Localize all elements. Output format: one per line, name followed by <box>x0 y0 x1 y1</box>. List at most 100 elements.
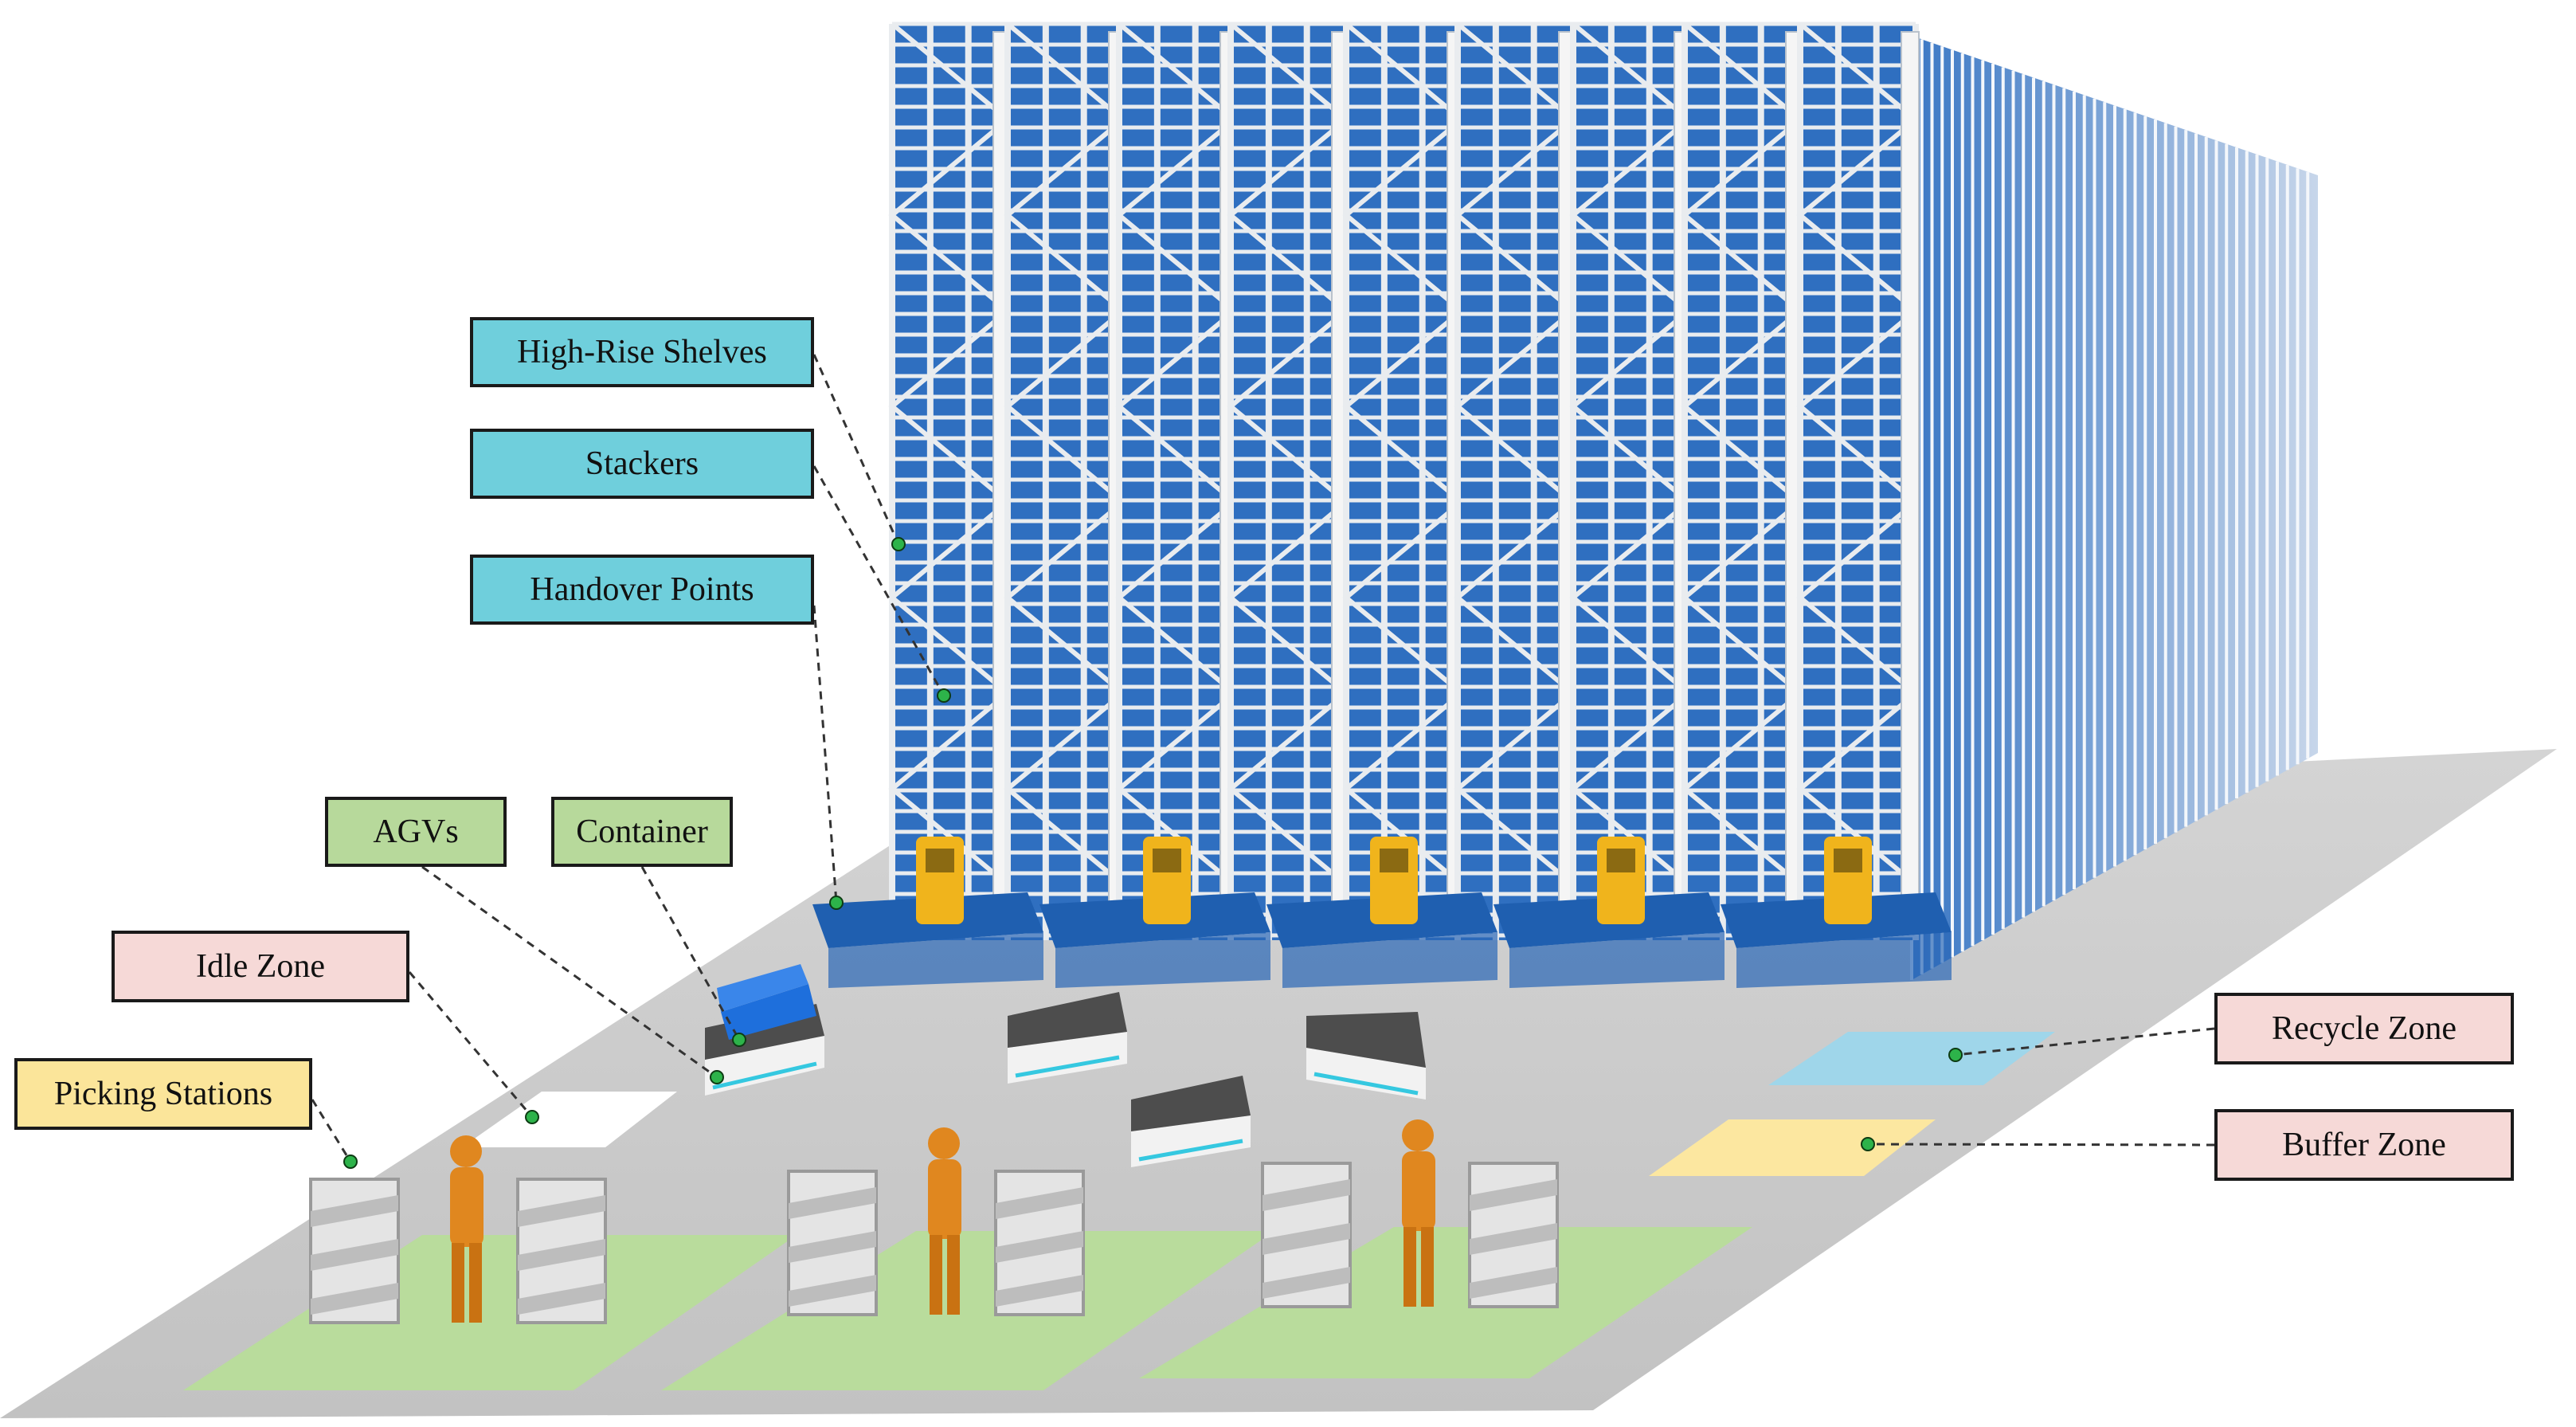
worker-head <box>450 1135 482 1167</box>
rack-module <box>1681 22 1804 940</box>
agv-with-container <box>705 964 824 1096</box>
worker-leg <box>947 1235 960 1315</box>
stackers <box>812 837 1952 988</box>
worker-head <box>928 1127 960 1159</box>
rack-bins <box>1458 24 1573 940</box>
label-picking-stations: Picking Stations <box>14 1058 312 1130</box>
leader-lines <box>311 354 2215 1162</box>
rack-bins <box>1008 24 1123 940</box>
conveyor-legs <box>828 932 1043 988</box>
rack-bracing <box>1796 22 1920 887</box>
rack-bracing <box>1454 22 1577 887</box>
cart-shelf <box>996 1275 1083 1307</box>
stacker-panel <box>1153 849 1181 872</box>
agv <box>1306 1012 1426 1100</box>
rack-bracing <box>1681 22 1804 887</box>
marker-stackers <box>937 688 951 703</box>
label-container: Container <box>551 797 733 867</box>
marker-idle-zone <box>525 1110 539 1124</box>
worker-head <box>1402 1119 1434 1151</box>
label-idle-zone: Idle Zone <box>112 931 409 1002</box>
worker-leg <box>452 1243 464 1323</box>
picking-station <box>309 1135 607 1324</box>
stacker-unit <box>812 837 1043 988</box>
stacker-panel <box>926 849 954 872</box>
rack-module <box>1796 22 1920 940</box>
stacker-unit <box>1721 837 1952 988</box>
picking-stations <box>309 1119 1559 1324</box>
picking-station <box>787 1127 1085 1316</box>
rack-bins <box>1573 24 1689 940</box>
leader-recycle-zone <box>1955 1027 2215 1057</box>
leader-stackers <box>812 465 945 696</box>
cart-shelf <box>1470 1179 1557 1211</box>
worker-leg <box>1421 1227 1434 1307</box>
rack-bracing <box>1227 22 1350 887</box>
picking-zone-area <box>183 1235 797 1390</box>
cart-shelf <box>996 1231 1083 1263</box>
worker-torso <box>1402 1151 1435 1231</box>
label-high-rise-shelves: High-Rise Shelves <box>470 317 814 387</box>
worker-leg <box>1403 1227 1416 1307</box>
marker-agvs <box>710 1070 724 1084</box>
conveyor-legs <box>1509 932 1725 988</box>
conveyor-legs <box>1282 932 1497 988</box>
conveyor-legs <box>1055 932 1270 988</box>
markers <box>343 537 1963 1169</box>
picking-zone-area <box>661 1231 1274 1390</box>
rack-bins <box>892 24 1008 940</box>
label-agvs: AGVs <box>325 797 507 867</box>
rack-module <box>1115 22 1239 940</box>
worker-torso <box>928 1159 961 1239</box>
rack-bins <box>1119 24 1235 940</box>
rack-module <box>1454 22 1577 940</box>
marker-container <box>732 1033 746 1047</box>
stacker-panel <box>1380 849 1408 872</box>
marker-handover-points <box>829 896 844 910</box>
picking-zone-areas <box>183 1227 1752 1390</box>
label-handover-points: Handover Points <box>470 555 814 625</box>
leader-handover-points <box>812 605 838 904</box>
rack-bins <box>1800 24 1916 940</box>
rack-modules <box>888 22 1920 940</box>
leader-high-rise-shelves <box>812 354 900 545</box>
conveyor-legs <box>1736 932 1952 988</box>
stacker-unit <box>1266 837 1497 988</box>
leader-buffer-zone <box>1867 1143 2215 1147</box>
marker-recycle-zone <box>1948 1048 1963 1062</box>
marker-picking-stations <box>343 1155 358 1169</box>
cart-shelf <box>311 1239 398 1271</box>
rack-bins <box>1231 24 1346 940</box>
worker-leg <box>930 1235 942 1315</box>
cart-shelf <box>789 1275 876 1307</box>
leader-idle-zone <box>408 971 534 1118</box>
worker-torso <box>450 1167 483 1247</box>
cart-shelf <box>1263 1267 1350 1299</box>
cart-shelf <box>518 1195 605 1227</box>
cart-shelf <box>518 1239 605 1271</box>
rack-bracing <box>888 22 1012 887</box>
marker-high-rise-shelves <box>891 537 906 551</box>
cart-shelf <box>518 1283 605 1315</box>
label-stackers: Stackers <box>470 429 814 499</box>
cart-shelf <box>311 1195 398 1227</box>
cart-shelf <box>1470 1267 1557 1299</box>
label-recycle-zone: Recycle Zone <box>2214 993 2514 1064</box>
cart-shelf <box>789 1187 876 1219</box>
rack-bracing <box>1004 22 1127 887</box>
idle-zone-area <box>462 1092 677 1147</box>
stacker-unit <box>1494 837 1725 988</box>
agv <box>1131 1076 1251 1167</box>
container-bin <box>721 984 816 1040</box>
rack-bins <box>1685 24 1800 940</box>
stacker-unit <box>1039 837 1270 988</box>
rack-bracing <box>1115 22 1239 887</box>
leader-container <box>640 866 741 1041</box>
rack-module <box>1227 22 1350 940</box>
cart-shelf <box>996 1187 1083 1219</box>
cart-shelf <box>1263 1179 1350 1211</box>
cart-shelf <box>789 1231 876 1263</box>
agv <box>1008 992 1127 1084</box>
marker-buffer-zone <box>1861 1137 1875 1151</box>
